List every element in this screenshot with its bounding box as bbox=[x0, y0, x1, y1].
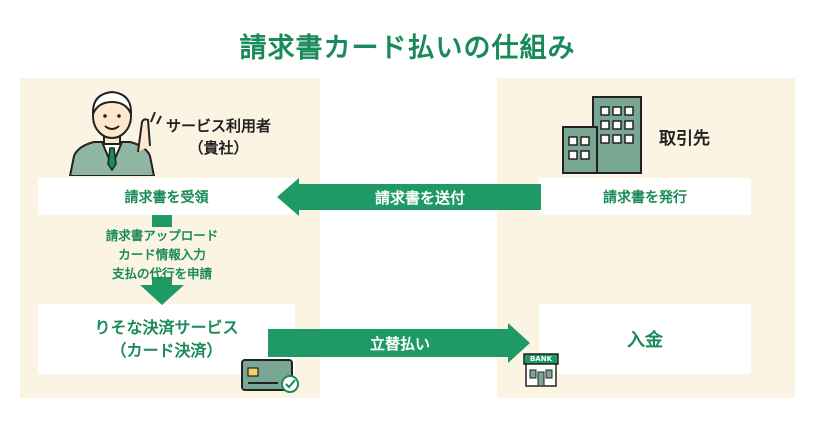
page-title: 請求書カード払いの仕組み bbox=[239, 33, 576, 64]
user-label: サービス利用者 （貴社） bbox=[166, 117, 272, 157]
office-building-icon bbox=[562, 96, 642, 174]
request-steps: 請求書アップロード カード情報入力 支払の代行を申請 bbox=[105, 228, 219, 281]
flow-down-arrow bbox=[140, 215, 184, 305]
person-icon bbox=[68, 90, 156, 176]
payment-service-box: りそな決済サービス （カード決済） bbox=[38, 304, 295, 374]
receive-invoice-box: 請求書を受領 bbox=[38, 178, 295, 215]
advance-payment-arrow bbox=[268, 323, 530, 363]
issue-invoice-box: 請求書を発行 bbox=[539, 178, 751, 215]
send-invoice-label: 請求書を送付 bbox=[374, 188, 465, 207]
bank-sign-text: BANK bbox=[529, 355, 553, 363]
send-invoice-arrow bbox=[277, 178, 541, 216]
credit-card-icon bbox=[241, 359, 299, 393]
bank-icon bbox=[523, 353, 559, 387]
partner-label: 取引先 bbox=[659, 129, 710, 149]
deposit-box: 入金 bbox=[539, 304, 751, 374]
sparkle-icon bbox=[150, 111, 162, 125]
advance-payment-label: 立替払い bbox=[369, 334, 430, 353]
